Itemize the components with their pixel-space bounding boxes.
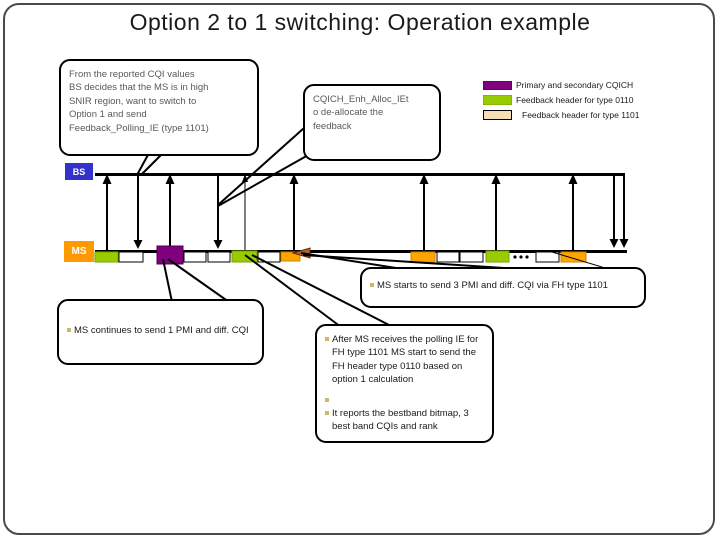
legend-label: Feedback header for type 1101 [522, 110, 640, 120]
legend-swatch-tan-icon [483, 110, 512, 120]
bullet-icon [325, 397, 329, 402]
legend-item-type1101: Feedback header for type 1101 [483, 110, 640, 120]
legend-item-type0110: Feedback header for type 0110 [483, 95, 640, 105]
callout-ms-starts: MS starts to send 3 PMI and diff. CQI vi… [360, 267, 646, 308]
callout-dealloc: CQICH_Enh_Alloc_IEt o de-allocate the fe… [303, 84, 441, 161]
legend-label: Primary and secondary CQICH [516, 80, 634, 90]
callout-text: From the reported CQI values BS decides … [69, 69, 209, 134]
thin-uplink-arrow [242, 174, 248, 250]
bs-timeline [95, 173, 625, 176]
ms-label: MS [64, 241, 94, 262]
callout-text: MS continues to send 1 PMI and diff. CQI [74, 325, 249, 336]
legend-swatch-purple-icon [483, 80, 512, 90]
bs-label: BS [65, 163, 93, 180]
bullet-icon [370, 283, 374, 287]
ms-timeline [95, 250, 627, 253]
legend-swatch-green-icon [483, 95, 512, 105]
callout-after-ms: After MS receives the polling IE for FH … [315, 324, 494, 443]
feedback-segments [94, 245, 587, 265]
uplink-arrowheads [102, 174, 578, 184]
legend-item-cqich: Primary and secondary CQICH [483, 80, 640, 90]
downlink-arrowheads [133, 239, 629, 249]
bullet-icon [325, 410, 329, 415]
callout-text: MS starts to send 3 PMI and diff. CQI vi… [377, 280, 608, 291]
uplink-arrows [106, 182, 574, 250]
callout-ms-continues: MS continues to send 1 PMI and diff. CQI [57, 299, 264, 365]
callout-cqi-values: From the reported CQI values BS decides … [59, 59, 259, 156]
ellipsis-dots [513, 255, 529, 259]
callout-text: CQICH_Enh_Alloc_IEt o de-allocate the fe… [313, 94, 409, 132]
legend: Primary and secondary CQICH Feedback hea… [483, 80, 640, 125]
downlink-arrows [137, 174, 625, 242]
bullet-icon [325, 337, 329, 341]
slide-title: Option 2 to 1 switching: Operation examp… [129, 9, 591, 35]
callout-text: After MS receives the polling IE for FH … [332, 334, 479, 386]
legend-label: Feedback header for type 0110 [516, 95, 634, 105]
callout-text: It reports the bestband bitmap, 3 best b… [332, 407, 469, 433]
bullet-icon [67, 328, 71, 332]
